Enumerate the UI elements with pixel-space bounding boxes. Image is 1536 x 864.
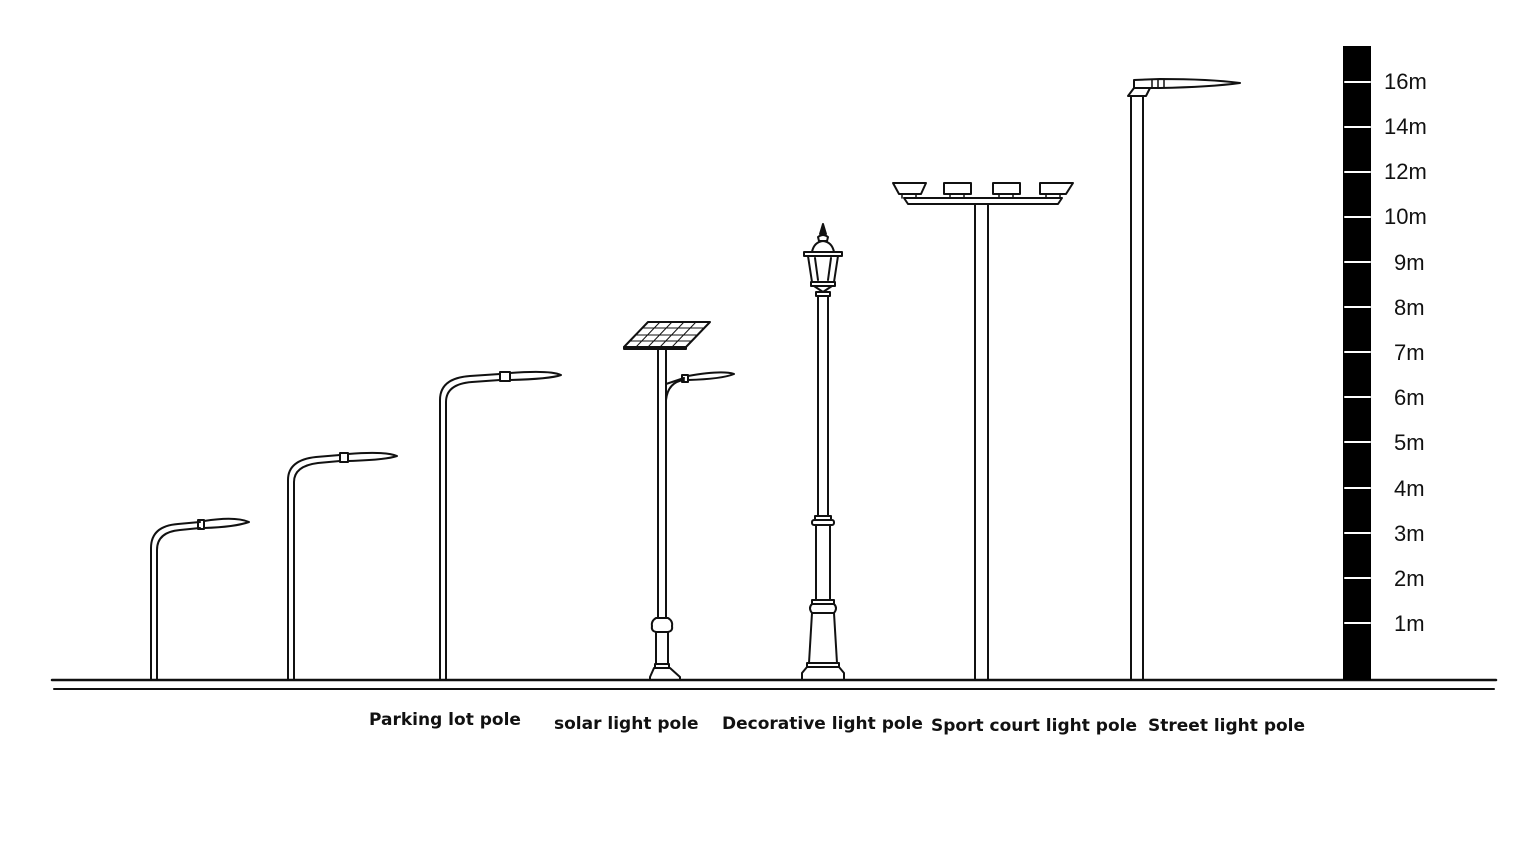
- scale-tick-label: 5m: [1394, 430, 1425, 455]
- pole-label-decorative: Decorative light pole: [722, 714, 923, 734]
- scale-tick-label: 8m: [1394, 295, 1425, 320]
- pole-label-parking-lot: Parking lot pole: [369, 710, 521, 730]
- height-scale-bar: [1343, 46, 1371, 680]
- scale-tick-label: 1m: [1394, 611, 1425, 636]
- pole-1-drawing: [150, 517, 250, 681]
- pole-label-sport-court: Sport court light pole: [931, 716, 1137, 736]
- pole-4-solar-drawing: [623, 321, 735, 681]
- scale-tick-label: 4m: [1394, 476, 1425, 501]
- pole-3-drawing: [439, 370, 562, 681]
- scale-tick-label: 12m: [1384, 159, 1427, 184]
- scale-tick-label: 16m: [1384, 69, 1427, 94]
- pole-6-sport-court-drawing: [892, 182, 1074, 681]
- scale-tick-label: 7m: [1394, 340, 1425, 365]
- scale-tick-label: 6m: [1394, 385, 1425, 410]
- pole-5-decorative-drawing: [801, 223, 845, 681]
- ground-line: [50, 678, 1498, 690]
- scale-tick-label: 9m: [1394, 250, 1425, 275]
- scale-tick-label: 14m: [1384, 114, 1427, 139]
- pole-7-street-drawing: [1127, 78, 1241, 681]
- scale-tick-label: 10m: [1384, 204, 1427, 229]
- scale-tick-label: 2m: [1394, 566, 1425, 591]
- pole-label-street: Street light pole: [1148, 716, 1306, 736]
- pole-2-drawing: [287, 451, 398, 681]
- scale-tick-label: 3m: [1394, 521, 1425, 546]
- pole-label-solar: solar light pole: [554, 714, 699, 734]
